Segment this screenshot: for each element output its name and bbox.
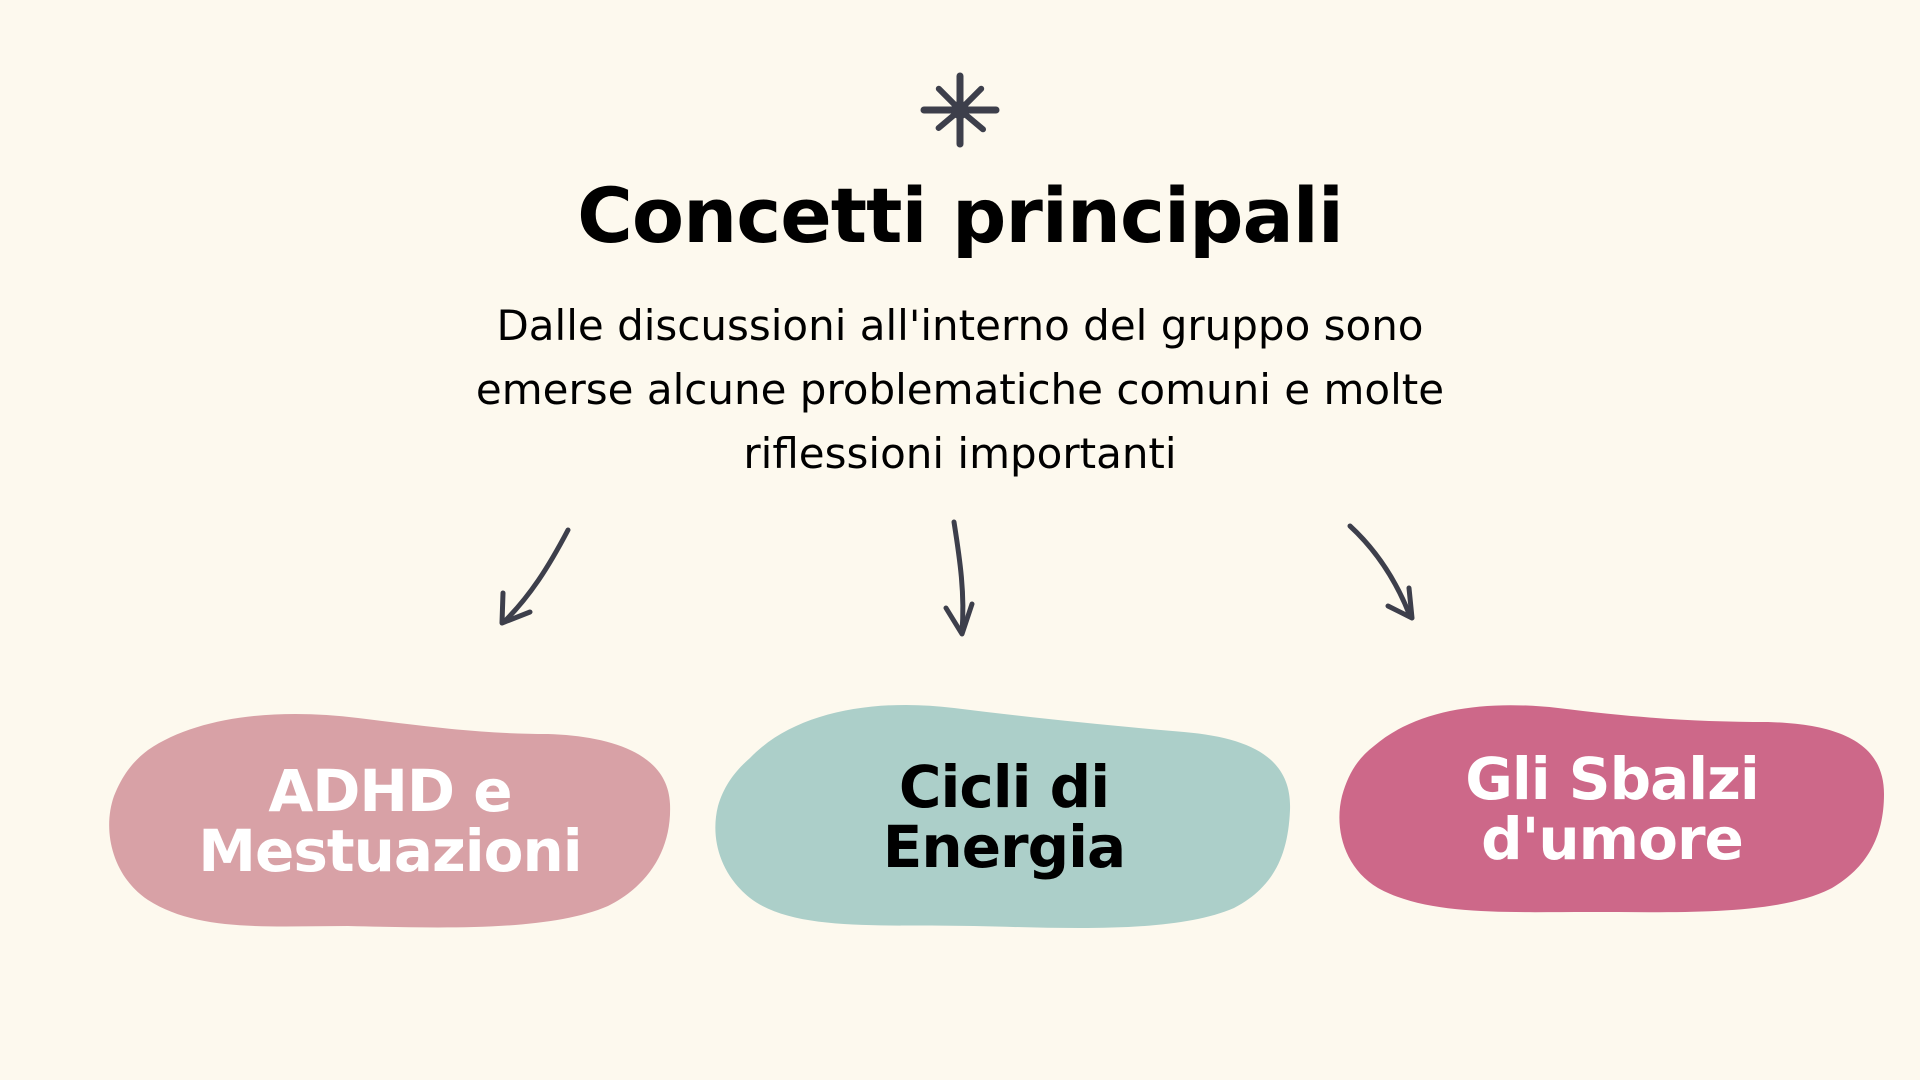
concept-blob-energia: Cicli di Energia: [714, 702, 1294, 932]
concept-blob-umore: Gli Sbalzi d'umore: [1338, 702, 1886, 916]
concept-blob-adhd: ADHD e Mestuazioni: [108, 710, 672, 932]
concept-label-umore: Gli Sbalzi d'umore: [1338, 702, 1886, 916]
blob-shape: [109, 713, 671, 928]
page-title: Concetti principali: [577, 171, 1344, 260]
concept-label-line: Gli Sbalzi: [1465, 745, 1760, 813]
page-subtitle: Dalle discussioni all'interno del gruppo…: [475, 301, 1445, 478]
concept-label-line: Cicli di: [898, 753, 1110, 821]
concept-label-line: Mestuazioni: [198, 817, 582, 885]
arrow-down-left-icon: [499, 527, 571, 626]
blob-shape: [715, 704, 1291, 929]
concept-label-line: d'umore: [1481, 805, 1744, 873]
concept-label-energia: Cicli di Energia: [714, 702, 1294, 932]
blob-shape: [1339, 705, 1884, 913]
asterisk-star-icon: [920, 72, 1000, 148]
concept-label-line: ADHD e: [268, 757, 512, 825]
arrow-down-right-icon: [1347, 523, 1415, 621]
arrow-down-icon: [943, 519, 975, 637]
concept-label-adhd: ADHD e Mestuazioni: [108, 710, 672, 932]
concept-label-line: Energia: [882, 813, 1126, 881]
